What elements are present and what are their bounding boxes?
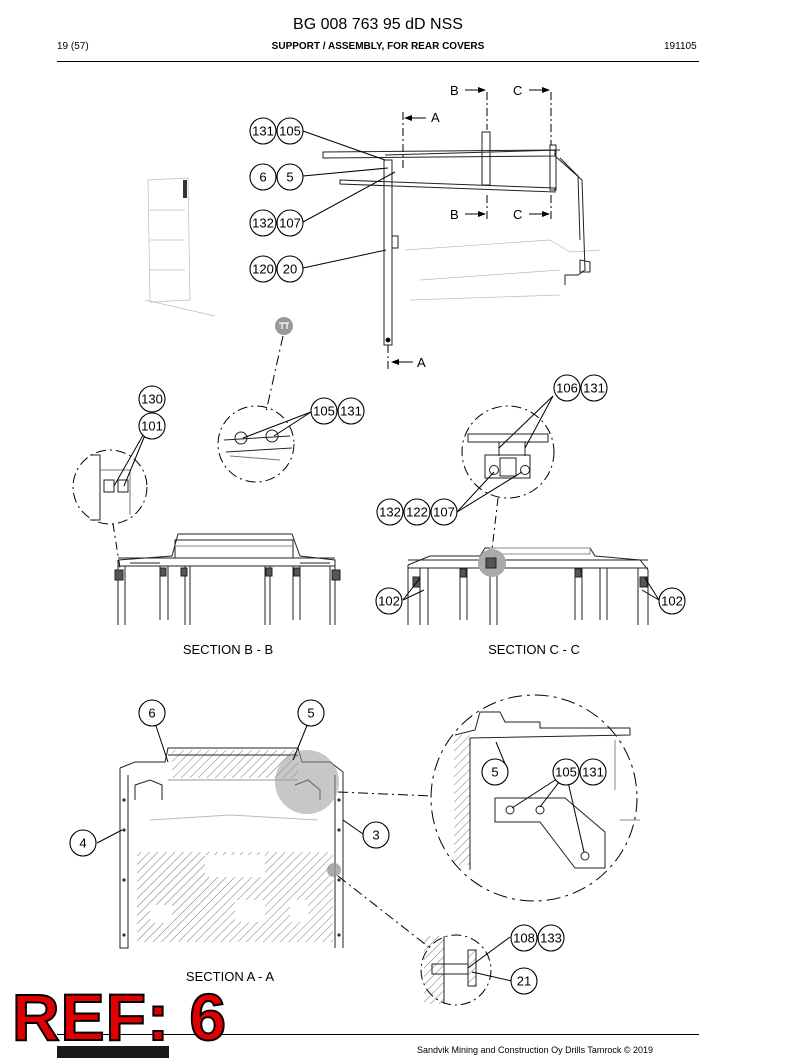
callout-label: 5 <box>491 765 498 780</box>
section-markers: A A B B C C <box>417 83 522 370</box>
section-label-cc: SECTION C - C <box>488 642 580 657</box>
zoom-detail-view <box>430 694 640 902</box>
callout-label: 21 <box>517 974 531 989</box>
footer-divider <box>57 1034 699 1035</box>
callout-label: 132 <box>379 505 401 520</box>
callout-label: 20 <box>283 262 297 277</box>
page-title: SUPPORT / ASSEMBLY, FOR REAR COVERS <box>271 41 485 52</box>
callout-label: 102 <box>378 594 400 609</box>
callout-label: 107 <box>279 216 301 231</box>
callout-label: 131 <box>583 381 605 396</box>
detail-b-view <box>217 317 312 483</box>
section-marker-c-bottom: C <box>513 207 522 222</box>
callout-label: 101 <box>141 419 163 434</box>
section-marker-a-top: A <box>431 110 440 125</box>
section-label-bb: SECTION B - B <box>183 642 273 657</box>
callout-label: 130 <box>141 392 163 407</box>
callout-label: 5 <box>286 170 293 185</box>
callout-label: 4 <box>79 836 86 851</box>
callout-label: 105 <box>313 404 335 419</box>
top-assembly-view <box>144 87 601 370</box>
footer-copyright: Sandvik Mining and Construction Oy Drill… <box>417 1045 654 1055</box>
callout-label: 132 <box>252 216 274 231</box>
callout-label: 131 <box>340 404 362 419</box>
page-number: 19 (57) <box>57 41 89 52</box>
callout-label: 5 <box>307 706 314 721</box>
callout-label: 120 <box>252 262 274 277</box>
callout-label: 3 <box>372 828 379 843</box>
callout-label: 105 <box>555 765 577 780</box>
section-marker-b-top: B <box>450 83 459 98</box>
reference-stamp: REF: 6 <box>11 980 228 1054</box>
section-marker-c-top: C <box>513 83 522 98</box>
callout-label: 108 <box>513 931 535 946</box>
header-divider <box>57 61 699 62</box>
callout-label: 131 <box>252 124 274 139</box>
detail-c-view <box>456 395 555 551</box>
callout-label: 6 <box>259 170 266 185</box>
left-detail-view <box>72 422 151 569</box>
section-marker-b-bottom: B <box>450 207 459 222</box>
document-date: 191105 <box>664 41 697 52</box>
document-number: BG 008 763 95 dD NSS <box>293 16 463 33</box>
callout-label: 107 <box>433 505 455 520</box>
callout-label: 106 <box>556 381 578 396</box>
section-aa-view <box>96 722 433 949</box>
callout-label: 131 <box>582 765 604 780</box>
callout-label: 102 <box>661 594 683 609</box>
callout-label: 105 <box>279 124 301 139</box>
callout-labels: 131 105 6 5 132 107 120 20 105 131 130 1… <box>79 124 682 989</box>
callout-label: 6 <box>148 706 155 721</box>
callout-label: 133 <box>540 931 562 946</box>
section-bb-view <box>114 533 341 625</box>
callout-bubbles <box>69 117 686 995</box>
section-cc-view <box>402 547 660 625</box>
section-labels: SECTION B - B SECTION C - C SECTION A - … <box>183 642 580 984</box>
section-marker-a-bottom: A <box>417 355 426 370</box>
bottom-detail-view <box>420 934 513 1006</box>
callout-label: 122 <box>406 505 428 520</box>
section-label-aa: SECTION A - A <box>186 969 274 984</box>
